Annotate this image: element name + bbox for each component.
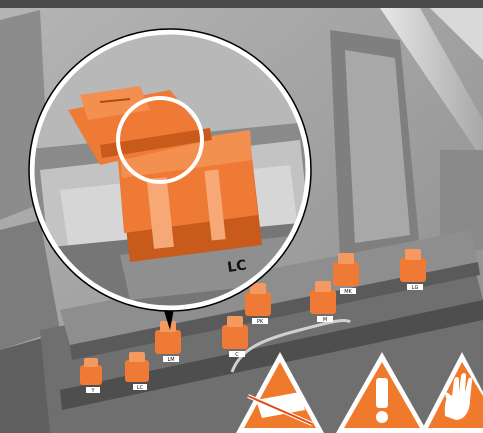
printhead-label: M xyxy=(323,317,327,323)
printhead-label: LG xyxy=(412,285,419,291)
printhead-label: MK xyxy=(344,289,352,295)
printhead-label: LM xyxy=(167,357,174,363)
printhead-label: C xyxy=(235,352,239,358)
printhead-label: PK xyxy=(257,319,264,325)
callout-slot-label: LC xyxy=(226,257,247,276)
printhead-label: LC xyxy=(137,385,144,391)
top-frame-bar xyxy=(0,0,483,8)
